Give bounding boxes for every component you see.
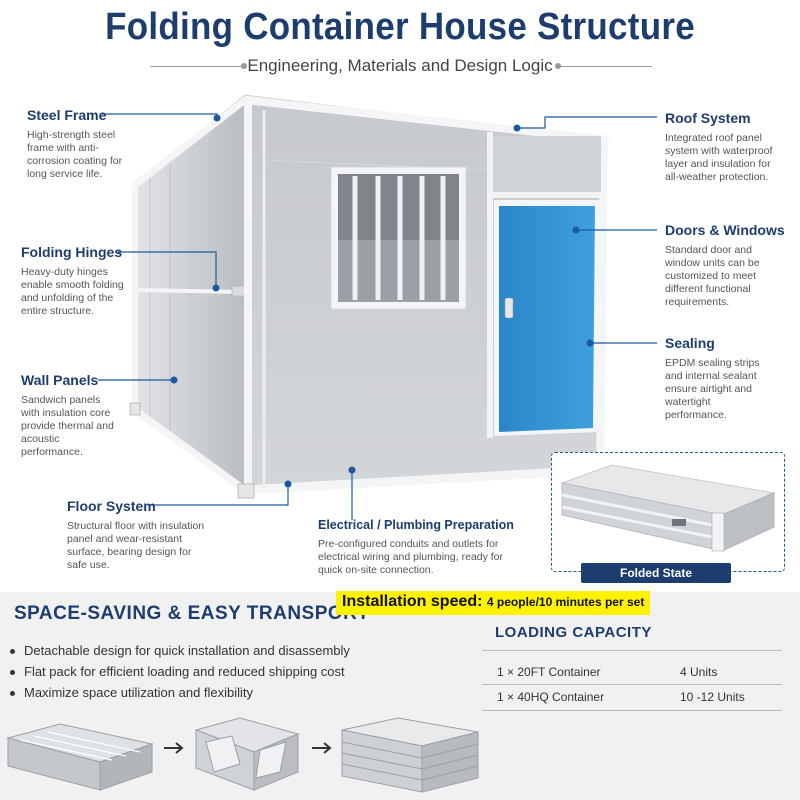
installation-speed-label: Installation speed: <box>342 593 483 610</box>
marker-floor-system <box>284 480 292 488</box>
list-item: Flat pack for efficient loading and redu… <box>10 661 350 682</box>
leader-roof-system <box>517 116 657 129</box>
leader-floor-system <box>150 484 289 506</box>
callout-text: Sandwich panels with insulation core pro… <box>21 394 114 458</box>
callout-electrical: Electrical / Plumbing Preparation Pre-co… <box>318 518 514 577</box>
step-flat-frame <box>6 723 154 791</box>
list-item: Maximize space utilization and flexibili… <box>10 682 350 703</box>
step-stacked-packs <box>341 717 479 793</box>
leader-folding-hinges <box>118 251 217 288</box>
bullet-dot-icon <box>10 691 15 697</box>
callout-title: Electrical / Plumbing Preparation <box>318 518 514 532</box>
loading-capacity-title: LOADING CAPACITY <box>495 624 652 641</box>
table-cell-units: 10 -12 Units <box>680 690 745 704</box>
hinge-block <box>231 285 247 297</box>
installation-speed-banner: Installation speed: 4 people/10 minutes … <box>336 591 651 615</box>
subtitle-divider-dot-left <box>241 63 247 69</box>
callout-doors-windows: Doors & Windows Standard door and window… <box>665 222 785 309</box>
marker-steel-frame <box>213 114 221 122</box>
callout-title: Wall Panels <box>21 372 99 388</box>
callout-text: Heavy-duty hinges enable smooth folding … <box>21 266 124 317</box>
callout-text: Pre-configured conduits and outlets for … <box>318 538 504 576</box>
subtitle-divider-dot-right <box>555 63 561 69</box>
table-divider <box>482 650 782 651</box>
marker-roof-system <box>513 124 521 132</box>
marker-folding-hinges <box>212 284 220 292</box>
callout-text: Standard door and window units can be cu… <box>665 244 760 308</box>
callout-title: Steel Frame <box>27 107 107 123</box>
arrow-right-icon <box>312 742 332 754</box>
folded-state-panel <box>551 452 785 572</box>
callout-text: EPDM sealing strips and internal sealant… <box>665 357 760 421</box>
bullet-text: Flat pack for efficient loading and redu… <box>24 664 345 679</box>
callout-title: Doors & Windows <box>665 222 785 238</box>
bullet-text: Detachable design for quick installation… <box>24 643 350 658</box>
bullet-dot-icon <box>10 649 15 655</box>
table-cell-container: 1 × 40HQ Container <box>497 690 605 704</box>
subtitle-divider-right <box>560 66 652 67</box>
callout-text: Integrated roof panel system with waterp… <box>665 132 773 183</box>
table-divider <box>482 710 782 711</box>
callout-floor-system: Floor System Structural floor with insul… <box>67 498 207 572</box>
table-cell-units: 4 Units <box>680 665 718 679</box>
door-leaf <box>499 206 595 432</box>
bullet-text: Maximize space utilization and flexibili… <box>24 685 254 700</box>
bullet-dot-icon <box>10 670 15 676</box>
callout-wall-panels: Wall Panels Sandwich panels with insulat… <box>21 372 121 459</box>
table-divider <box>482 684 782 685</box>
page-subtitle: Engineering, Materials and Design Logic <box>247 56 553 75</box>
hinge-line <box>134 288 246 294</box>
step-unfolding-frame <box>194 717 300 791</box>
callout-steel-frame: Steel Frame High-strength steel frame wi… <box>27 107 137 181</box>
subtitle-divider-left <box>150 66 242 67</box>
door-handle <box>504 297 514 319</box>
callout-text: High-strength steel frame with anti-corr… <box>27 129 123 180</box>
callout-text: Structural floor with insulation panel a… <box>67 520 205 571</box>
arrow-right-icon <box>164 742 184 754</box>
page-title: Folding Container House Structure <box>105 6 695 48</box>
callout-title: Folding Hinges <box>21 244 123 260</box>
transport-bullets: Detachable design for quick installation… <box>10 640 350 703</box>
callout-sealing: Sealing EPDM sealing strips and internal… <box>665 335 775 422</box>
marker-sealing <box>586 339 594 347</box>
marker-wall-panels <box>170 376 178 384</box>
callout-title: Sealing <box>665 335 715 351</box>
callout-folding-hinges: Folding Hinges Heavy-duty hinges enable … <box>21 244 131 318</box>
list-item: Detachable design for quick installation… <box>10 640 350 661</box>
container-house-illustration <box>98 94 657 520</box>
callout-title: Floor System <box>67 498 156 514</box>
callout-title: Roof System <box>665 110 751 126</box>
table-cell-container: 1 × 20FT Container <box>497 665 601 679</box>
callout-roof-system: Roof System Integrated roof panel system… <box>665 110 780 184</box>
marker-electrical <box>348 466 356 474</box>
marker-doors-windows <box>572 226 580 234</box>
folded-container-illustration <box>560 464 776 552</box>
transom-panel <box>493 136 601 192</box>
transport-title: SPACE-SAVING & EASY TRANSPORT <box>14 603 370 624</box>
folding-sequence-illustration <box>6 717 479 793</box>
folded-state-label: Folded State <box>581 563 731 583</box>
installation-speed-value: 4 people/10 minutes per set <box>486 595 645 609</box>
